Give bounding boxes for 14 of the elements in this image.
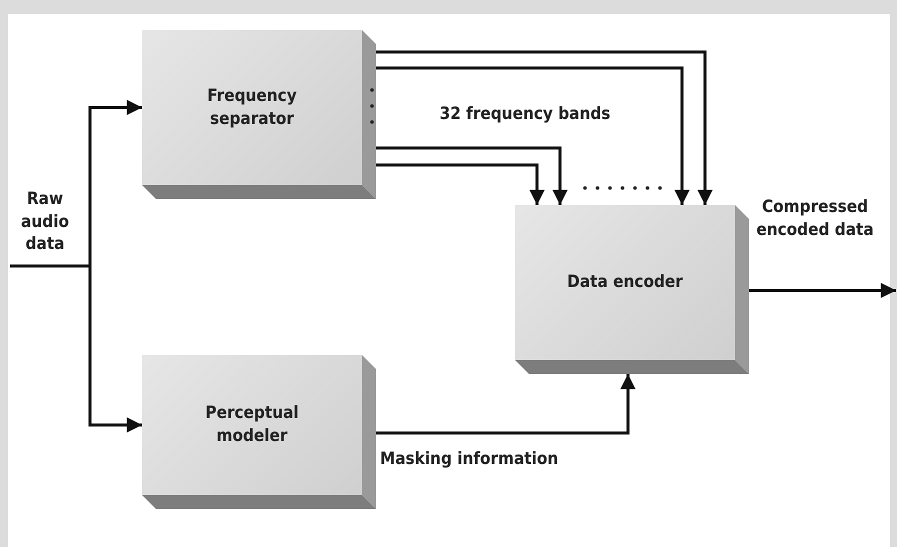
input-label: Raw audio data (10, 178, 80, 266)
process-block: Data encoder (515, 205, 735, 360)
arrow (376, 66, 690, 206)
process-block: Frequency separator (142, 30, 362, 185)
arrow (376, 50, 713, 206)
arrow (10, 264, 142, 433)
annotation-label: 32 frequency bands (438, 103, 612, 126)
edge-label: Compressed encoded data (755, 196, 875, 242)
arrow (376, 374, 636, 434)
edge-label: Masking information (380, 448, 560, 471)
arrow (749, 282, 896, 298)
process-block: Perceptual modeler (142, 355, 362, 495)
arrow (376, 164, 545, 206)
arrow (376, 146, 568, 206)
